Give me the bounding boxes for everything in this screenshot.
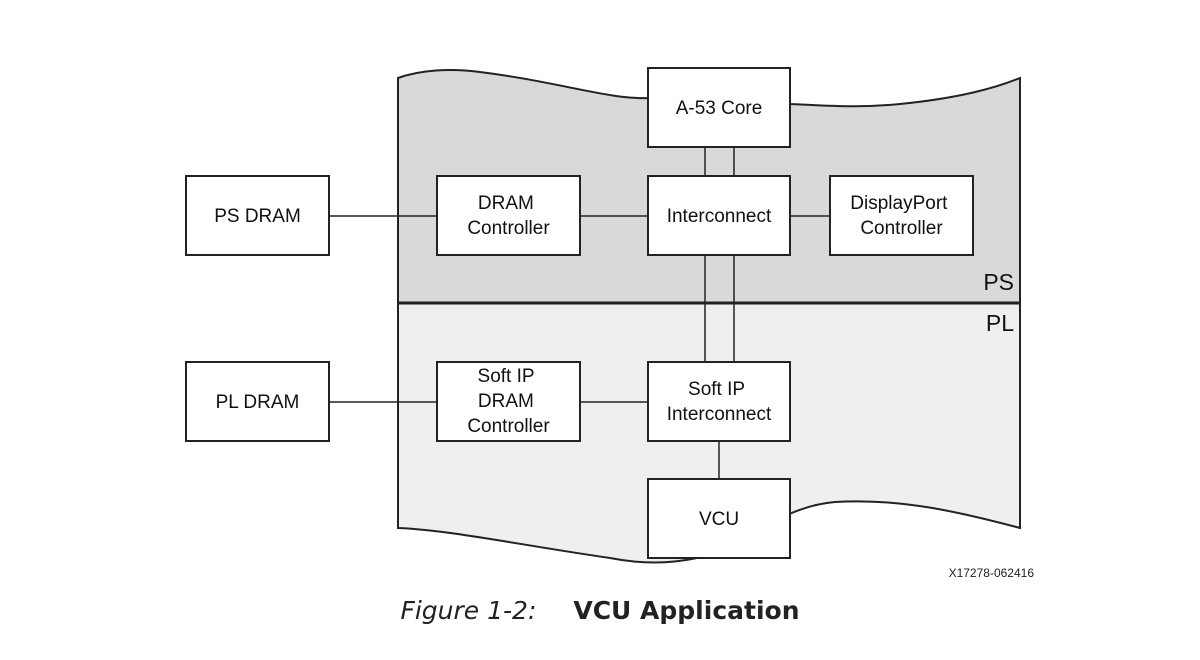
dram-controller-label: DRAM Controller <box>467 193 550 239</box>
figure-caption-title: VCU Application <box>573 596 800 625</box>
ps-region-label: PS <box>983 269 1014 295</box>
displayport-controller-block: DisplayPort Controller <box>829 175 974 256</box>
figure-id: X17278-062416 <box>949 566 1035 580</box>
displayport-controller-label: DisplayPort Controller <box>850 193 952 239</box>
interconnect-label: Interconnect <box>667 206 772 227</box>
connectors <box>329 147 830 479</box>
interconnect-block: Interconnect <box>647 175 791 256</box>
figure-caption-number: Figure 1-2: <box>400 596 537 625</box>
pl-dram-label: PL DRAM <box>216 392 300 413</box>
pl-region-label: PL <box>986 310 1014 336</box>
soft-ip-interconnect-label: Soft IP Interconnect <box>667 379 772 425</box>
ps-dram-label: PS DRAM <box>214 206 301 227</box>
pl-dram-block: PL DRAM <box>185 361 330 442</box>
dram-controller-block: DRAM Controller <box>436 175 581 256</box>
soft-ip-interconnect-block: Soft IP Interconnect <box>647 361 791 442</box>
vcu-block: VCU <box>647 478 791 559</box>
ps-dram-block: PS DRAM <box>185 175 330 256</box>
a53-core-block: A-53 Core <box>647 67 791 148</box>
soft-ip-dram-controller-block: Soft IP DRAM Controller <box>436 361 581 442</box>
soft-ip-dram-controller-label: Soft IP DRAM Controller <box>467 366 550 437</box>
vcu-label: VCU <box>699 509 739 530</box>
a53-core-label: A-53 Core <box>676 98 763 119</box>
figure-caption: Figure 1-2: VCU Application <box>0 596 1200 626</box>
